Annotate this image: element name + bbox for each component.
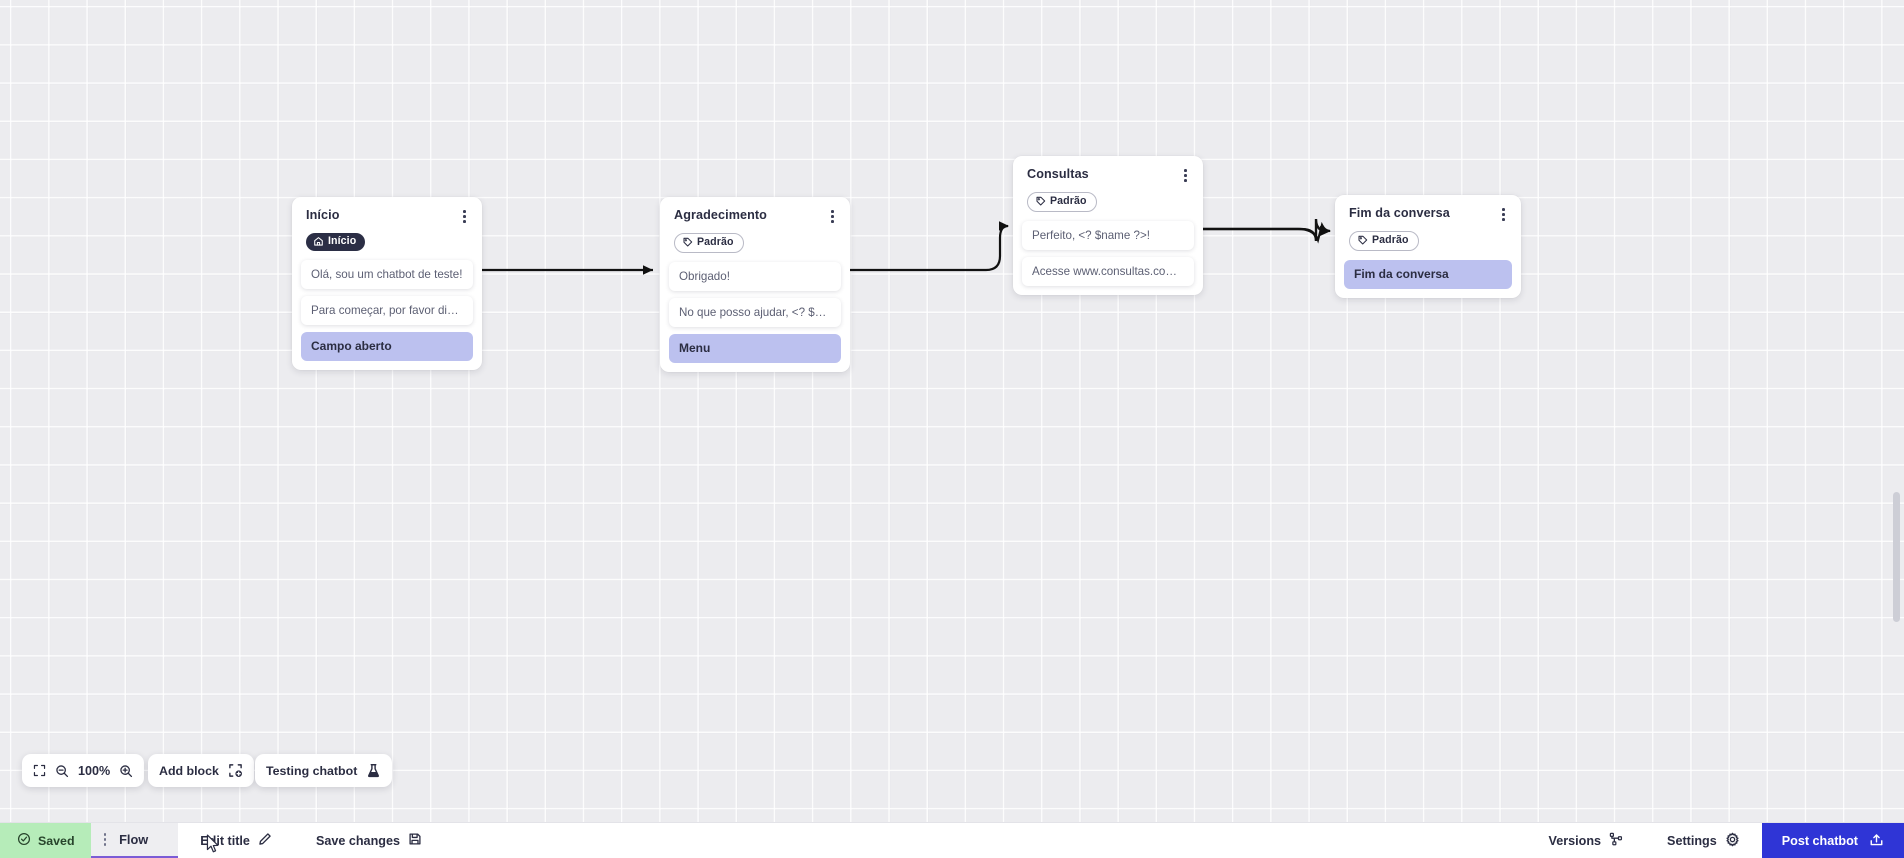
versions-button[interactable]: Versions [1527,823,1646,858]
add-block-button[interactable]: Add block [148,754,254,787]
testing-chatbot-label: Testing chatbot [266,763,358,778]
node-tag-padrao[interactable]: Padrão [1027,191,1097,212]
flow-connectors [482,218,1331,275]
post-chatbot-label: Post chatbot [1781,833,1858,848]
zoom-in-icon[interactable] [119,764,133,778]
node-menu-icon[interactable] [1499,206,1508,223]
home-icon [314,237,323,246]
floppy-disk-icon [408,832,422,849]
flow-tab-menu-icon[interactable] [101,831,110,848]
node-menu-icon[interactable] [828,208,837,225]
node-tag-inicio[interactable]: Início [306,232,366,251]
node-tag-row: Início [301,225,473,260]
flask-icon [366,763,381,778]
add-block-icon [228,763,243,778]
node-title: Consultas [1027,167,1089,181]
zoom-level: 100% [78,763,111,778]
mouse-cursor-icon [206,834,219,853]
node-message[interactable]: Acesse www.consultas.com par... [1022,256,1194,286]
check-circle-icon [17,832,31,849]
post-chatbot-button[interactable]: Post chatbot [1761,823,1904,858]
node-menu-icon[interactable] [1181,167,1190,184]
zoom-out-icon[interactable] [55,764,69,778]
save-changes-label: Save changes [315,833,400,848]
tag-icon [1036,196,1046,206]
node-tag-label: Padrão [1050,195,1087,208]
save-changes-button[interactable]: Save changes [294,823,444,858]
tab-flow[interactable]: Flow [90,823,219,858]
tag-icon [1358,235,1368,245]
node-action-chip[interactable]: Menu [669,333,841,363]
bottom-bar-left: Saved Flow Edit title [0,823,444,858]
branch-icon [1609,832,1623,849]
pencil-icon [258,832,272,849]
node-tag-label: Padrão [1372,234,1409,247]
flow-node-fim-da-conversa[interactable]: Fim da conversa Padrão Fim da conversa [1335,195,1521,298]
node-tag-row: Padrão [1344,223,1512,260]
flow-node-consultas[interactable]: Consultas Padrão Perfeito, <? $name ?>! … [1013,156,1203,295]
flow-canvas[interactable]: Início Início Olá, sou um chatbot de tes… [0,0,1904,822]
versions-label: Versions [1548,833,1602,848]
flow-node-inicio[interactable]: Início Início Olá, sou um chatbot de tes… [292,197,482,370]
node-title: Início [306,208,340,222]
node-tag-padrao[interactable]: Padrão [1349,230,1419,251]
node-header: Início [301,208,473,225]
node-title: Agradecimento [674,208,767,222]
node-message[interactable]: Perfeito, <? $name ?>! [1022,220,1194,250]
node-header: Consultas [1022,167,1194,184]
node-header: Agradecimento [669,208,841,225]
edit-title-button[interactable]: Edit title [178,823,294,858]
add-block-label: Add block [159,763,219,778]
node-action-chip[interactable]: Campo aberto [301,331,473,361]
node-tag-label: Início [328,235,357,248]
bottom-bar-right: Versions Settings [1527,823,1904,858]
settings-button[interactable]: Settings [1645,823,1762,858]
node-message[interactable]: Olá, sou um chatbot de teste! [301,259,473,289]
node-action-chip[interactable]: Fim da conversa [1344,259,1512,289]
node-tag-row: Padrão [1022,184,1194,221]
node-header: Fim da conversa [1344,206,1512,223]
vertical-scrollbar-thumb[interactable] [1893,492,1900,622]
bottom-bar: Saved Flow Edit title [0,822,1904,858]
zoom-toolbar: 100% [22,754,145,787]
saved-label: Saved [38,833,75,848]
node-message[interactable]: Para começar, por favor digite o ... [301,295,473,325]
fit-screen-icon[interactable] [33,764,46,777]
settings-label: Settings [1667,833,1717,848]
node-tag-label: Padrão [697,236,734,249]
gear-icon [1725,832,1740,850]
node-tag-row: Padrão [669,225,841,262]
node-tag-padrao[interactable]: Padrão [674,232,744,253]
node-message[interactable]: No que posso ajudar, <? $name ... [669,297,841,327]
upload-icon [1869,832,1884,850]
node-menu-icon[interactable] [460,208,469,225]
tab-flow-label: Flow [119,832,149,847]
node-message[interactable]: Obrigado! [669,261,841,291]
tag-icon [683,237,693,247]
testing-chatbot-button[interactable]: Testing chatbot [255,754,393,787]
flow-node-agradecimento[interactable]: Agradecimento Padrão Obrigado! No que po… [660,197,850,372]
status-badge-saved: Saved [0,823,91,858]
node-title: Fim da conversa [1349,206,1450,220]
